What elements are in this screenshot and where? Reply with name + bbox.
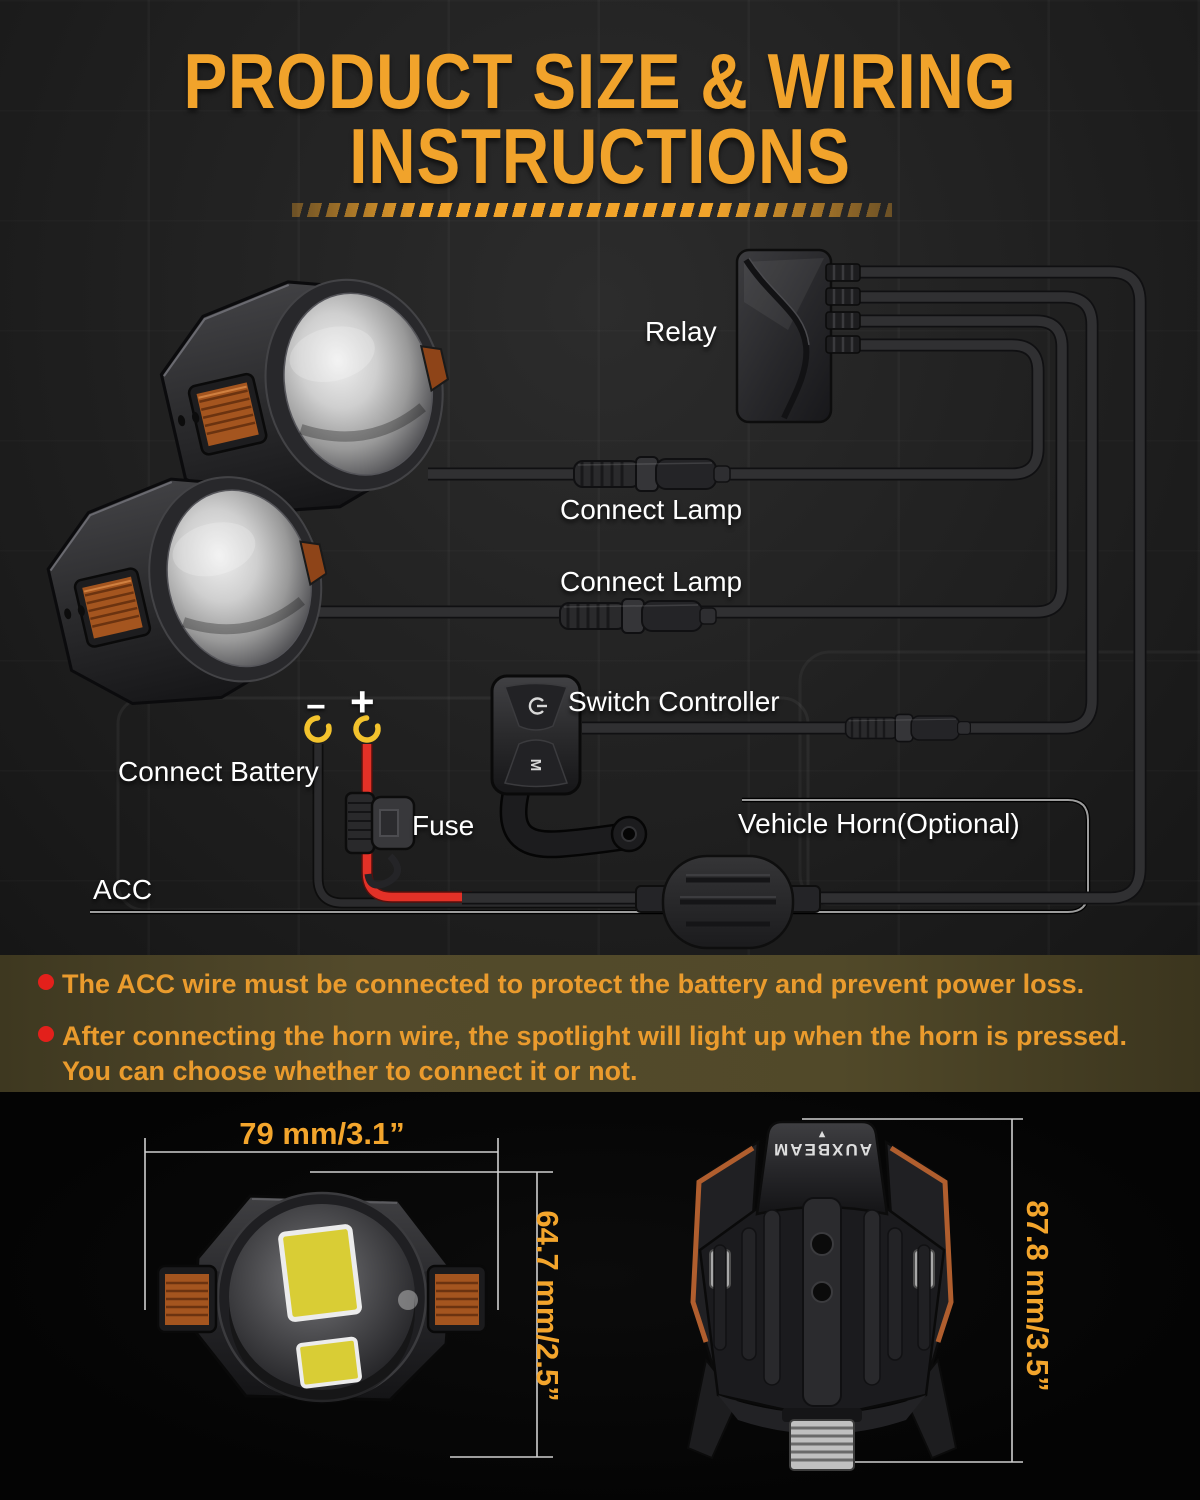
vehicle-horn-label: Vehicle Horn(Optional): [738, 808, 1020, 839]
ring-terminal-minus-icon: [304, 715, 332, 743]
connect-lamp-2-label: Connect Lamp: [560, 566, 743, 597]
wiring-diagram-section: PRODUCT SIZE & WIRING INSTRUCTIONS: [0, 0, 1200, 955]
brand-logo-text: AUXBEAM: [772, 1140, 872, 1159]
bullet-icon: [38, 1026, 54, 1042]
lamp2-connector: [558, 597, 718, 635]
title-line-1: PRODUCT SIZE & WIRING: [183, 37, 1017, 125]
page-title: PRODUCT SIZE & WIRING INSTRUCTIONS: [96, 37, 1104, 200]
wire-to-lamp-1: [428, 338, 1045, 481]
fuse-icon: [344, 791, 416, 889]
note-2-text: After connecting the horn wire, the spot…: [62, 1021, 1128, 1087]
spotlight-front-view: [156, 1191, 488, 1404]
connect-lamp-1-label: Connect Lamp: [560, 494, 743, 525]
front-height-dimension: 64.7 mm/2.5”: [530, 1210, 565, 1402]
note-item-1: The ACC wire must be connected to protec…: [38, 967, 1178, 1002]
brand-logo: AUXBEAM ▼: [742, 1128, 902, 1159]
relay-harness-wires: [318, 265, 1147, 905]
front-width-dimension: 79 mm/3.1”: [239, 1116, 405, 1151]
dimension-lines: [144, 1118, 1023, 1463]
auxbeam-triangle-icon: ▼: [816, 1128, 828, 1140]
relay-connector-stubs: [825, 263, 861, 354]
ring-terminal-plus-icon: [353, 715, 381, 743]
harness-junction-box: [635, 854, 821, 950]
fuse-label: Fuse: [412, 810, 475, 841]
battery-plus-red-wire: [361, 744, 472, 903]
wire-to-lamp-2: [318, 314, 1069, 619]
notes-section: The ACC wire must be connected to protec…: [0, 955, 1200, 1092]
acc-horn-thin-wire: [90, 797, 1091, 915]
battery-minus-wire: [312, 744, 700, 909]
title-line-2: INSTRUCTIONS: [349, 111, 851, 200]
wire-to-switch: [582, 290, 1099, 735]
power-icon: [528, 697, 547, 715]
mode-button-label: M: [527, 759, 544, 772]
side-height-dimension: 87.8 mm/3.5”: [1020, 1200, 1055, 1392]
switch-controller-label: Switch Controller: [568, 686, 780, 717]
hazard-stripe-divider: [292, 203, 892, 217]
bullet-icon: [38, 974, 54, 990]
connect-battery-label: Connect Battery: [118, 756, 319, 787]
note-1-text: The ACC wire must be connected to protec…: [62, 969, 1085, 999]
switch-controller: M: [490, 674, 648, 859]
switch-wire-connector: [844, 713, 972, 743]
wiring-diagram: M: [0, 0, 1200, 950]
relay-label: Relay: [645, 316, 717, 347]
acc-label: ACC: [93, 874, 153, 905]
size-views: [144, 1118, 1023, 1471]
lamp1-connector: [572, 455, 732, 493]
battery-plus-sign: +: [350, 678, 375, 725]
relay-box: [735, 248, 861, 424]
battery-minus-sign: −: [306, 688, 326, 726]
spotlight-back-view: [686, 1120, 958, 1471]
wire-to-main-harness: [462, 265, 1147, 905]
note-item-2: After connecting the horn wire, the spot…: [38, 1019, 1178, 1089]
